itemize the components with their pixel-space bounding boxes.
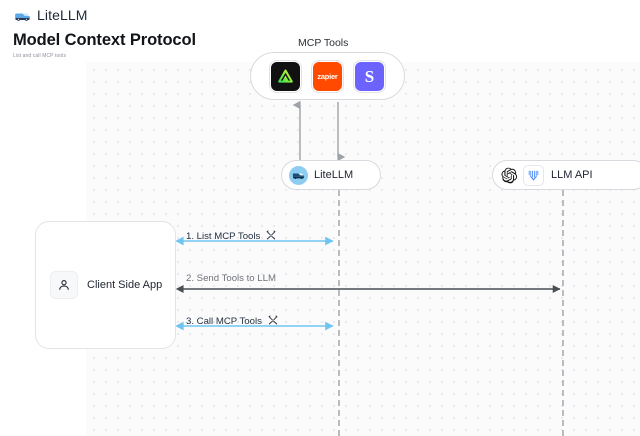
llm-api-node[interactable]: LLM API [492,160,640,190]
list-tools-up-arrow [292,100,301,160]
letter-s-icon: S [364,66,375,86]
triangle-tool-icon[interactable] [270,60,301,92]
gemini-icon-tile [523,164,544,186]
llm-api-node-label: LLM API [551,169,593,181]
canvas-left-mask [0,0,86,436]
client-side-app-node[interactable]: Client Side App [35,221,176,349]
person-icon [59,280,69,290]
message-1-text: 1. List MCP Tools [186,231,261,242]
zapier-wordmark: zapier [317,71,338,81]
brand-name: LiteLLM [37,7,88,23]
call-tools-down-arrow [337,102,346,162]
message-2-label: 2. Send Tools to LLM [186,273,276,284]
top-bar: LiteLLM [0,0,640,30]
zapier-tool-icon[interactable]: zapier [312,60,343,92]
message-2-arrow [176,284,561,294]
litellm-node-label: LiteLLM [314,169,354,181]
client-side-app-label: Client Side App [87,279,163,291]
llm-api-lifeline [562,190,564,436]
openai-icon [501,167,517,183]
mcp-tools-group[interactable]: zapier S [250,52,405,100]
message-3-text: 3. Call MCP Tools [186,316,262,327]
slack-tool-icon[interactable]: S [354,60,385,92]
page-title: Model Context Protocol [13,31,196,49]
litellm-lifeline [338,190,340,436]
message-3-arrow [176,321,334,331]
litellm-truck-avatar [289,165,308,185]
message-2-text: 2. Send Tools to LLM [186,273,276,284]
page-subtitle: List and call MCP tools [13,53,67,59]
green-triangle-icon [278,69,293,83]
truck-icon [292,173,305,180]
litellm-node[interactable]: LiteLLM [281,160,381,190]
person-icon-tile [50,271,78,299]
mcp-tools-label: MCP Tools [298,37,349,49]
gemini-icon [528,170,539,180]
brand-logo[interactable]: LiteLLM [14,7,88,23]
truck-icon [15,12,30,21]
message-1-arrow [176,236,334,246]
